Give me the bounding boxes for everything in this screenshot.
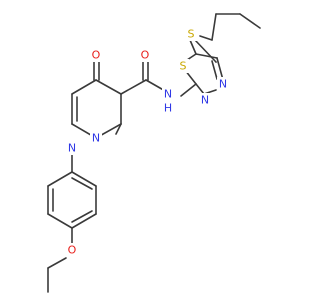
atom-s-thioether: S xyxy=(185,27,197,41)
svg-text:N: N xyxy=(92,132,100,145)
atom-s-thiadiazole: S xyxy=(177,59,189,73)
atom-o-ether: O xyxy=(66,243,78,257)
svg-text:N: N xyxy=(219,78,227,91)
atom-labels: O O N H N N S N xyxy=(66,27,229,257)
atom-o-amide: O xyxy=(139,48,151,62)
atom-n2-ring: N xyxy=(90,131,102,145)
svg-text:O: O xyxy=(68,244,77,257)
atom-n3-thiadiazole: N xyxy=(217,77,229,91)
molecule-structure: O O N H N N S N xyxy=(47,13,261,293)
svg-text:H: H xyxy=(164,102,172,115)
svg-text:S: S xyxy=(180,60,187,73)
svg-text:O: O xyxy=(92,49,101,62)
svg-text:O: O xyxy=(141,49,150,62)
svg-text:N: N xyxy=(164,88,172,101)
atom-o-ketone: O xyxy=(90,48,102,62)
atom-h-amide: H xyxy=(162,101,174,115)
svg-text:S: S xyxy=(188,28,195,41)
svg-text:N: N xyxy=(68,142,76,155)
bonds xyxy=(47,13,261,293)
svg-text:N: N xyxy=(201,94,209,107)
atom-n-amide: N xyxy=(162,87,174,101)
atom-n1-ring: N xyxy=(66,141,78,155)
atom-n4-thiadiazole: N xyxy=(199,93,211,107)
